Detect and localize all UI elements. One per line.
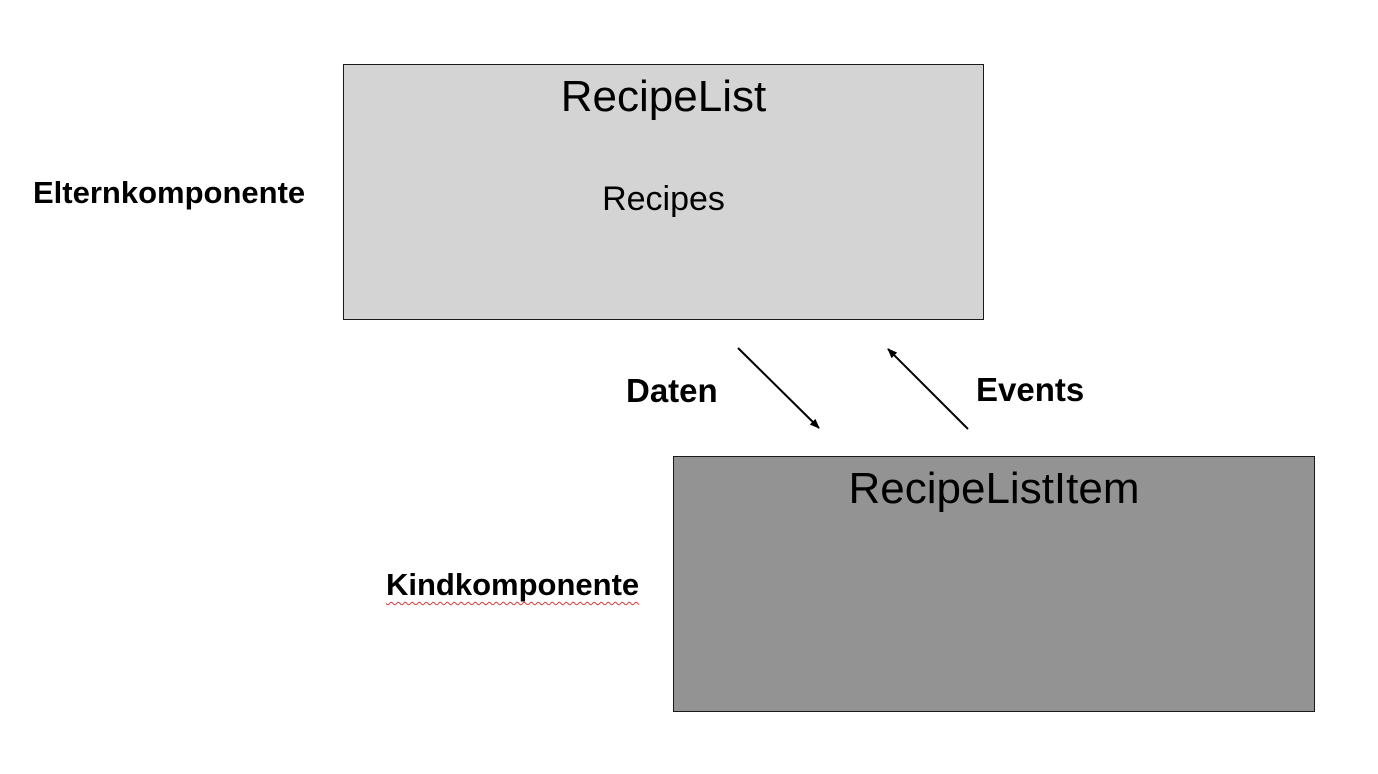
parent-role-label: Elternkomponente (33, 175, 306, 210)
child-component-box: RecipeListItem (673, 456, 1315, 712)
parent-component-content: Recipes (602, 180, 725, 218)
child-role-label: Kindkomponente (386, 567, 640, 602)
events-flow-label: Events (976, 371, 1085, 408)
events-arrow-up (887, 348, 969, 430)
child-component-title: RecipeListItem (848, 464, 1140, 513)
data-arrow-down (737, 347, 820, 429)
data-flow-label: Daten (626, 372, 718, 409)
parent-component-title: RecipeList (560, 72, 767, 121)
parent-component-box: RecipeList Recipes (343, 64, 984, 320)
